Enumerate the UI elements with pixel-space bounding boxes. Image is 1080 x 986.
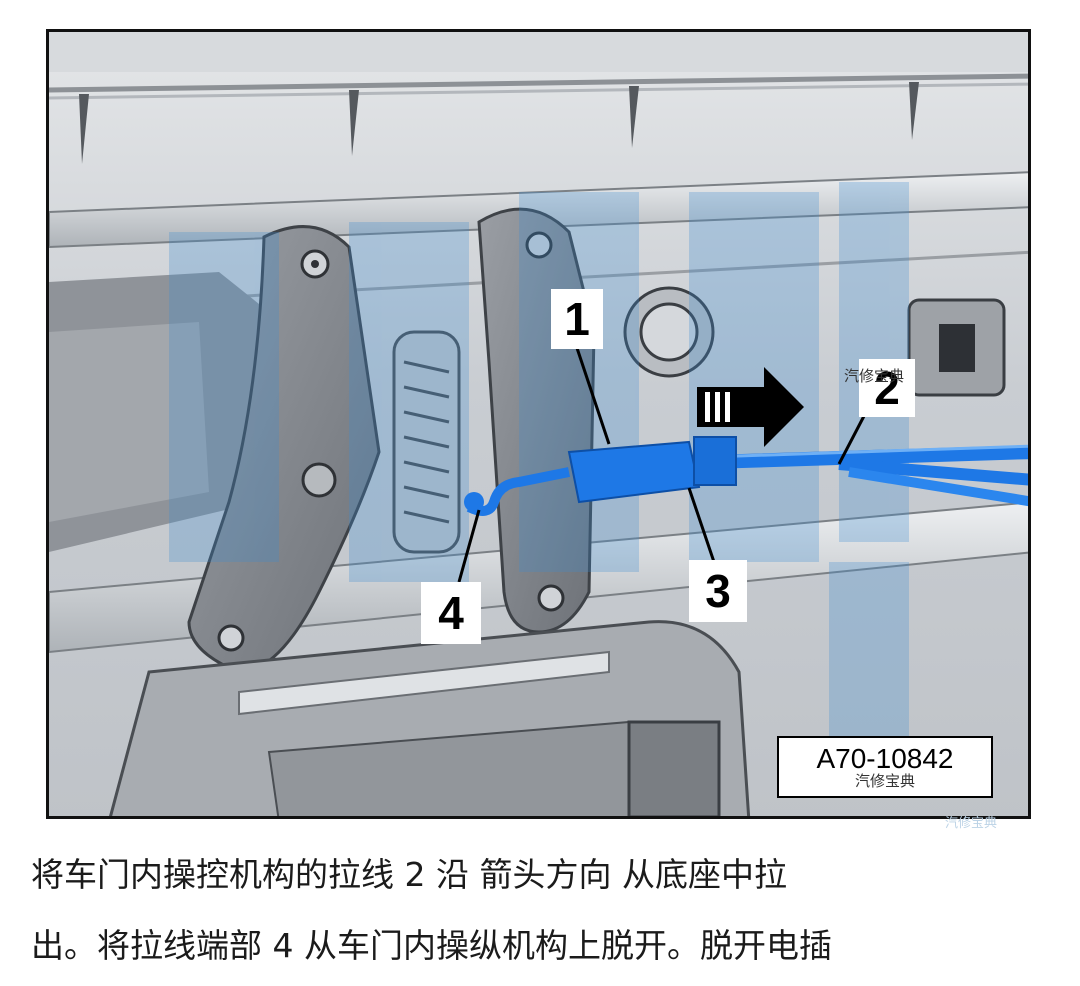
callout-4: 4 [421,582,481,644]
cable-2 [708,444,1028,507]
door-mechanism-drawing [49,32,1028,816]
callout-3: 3 [689,560,747,622]
figure-code-subtitle: 汽修宝典 [854,772,915,791]
instruction-line-1: 将车门内操控机构的拉线 2 沿 箭头方向 从底座中拉 [31,855,787,894]
spring [392,330,461,554]
trim-clips [79,82,919,164]
direction-arrow-icon [697,367,804,447]
callout-1: 1 [551,289,603,349]
figure-code-label: A70-10842 汽修宝典 [777,736,993,798]
technical-illustration: 1 2 3 4 汽修宝典 A70-10842 汽修宝典 [46,29,1031,819]
instruction-line-2: 出。将拉线端部 4 从车门内操纵机构上脱开。脱开电插 [31,926,832,965]
watermark [169,182,909,752]
callout-2: 2 [859,359,915,417]
cable-housing-3 [567,436,737,504]
corner-watermark: 汽修宝典 [945,816,998,831]
bolt-icon [300,249,330,279]
watermark-caption: 汽修宝典 [844,367,905,385]
figure-code: A70-10842 [816,743,954,775]
